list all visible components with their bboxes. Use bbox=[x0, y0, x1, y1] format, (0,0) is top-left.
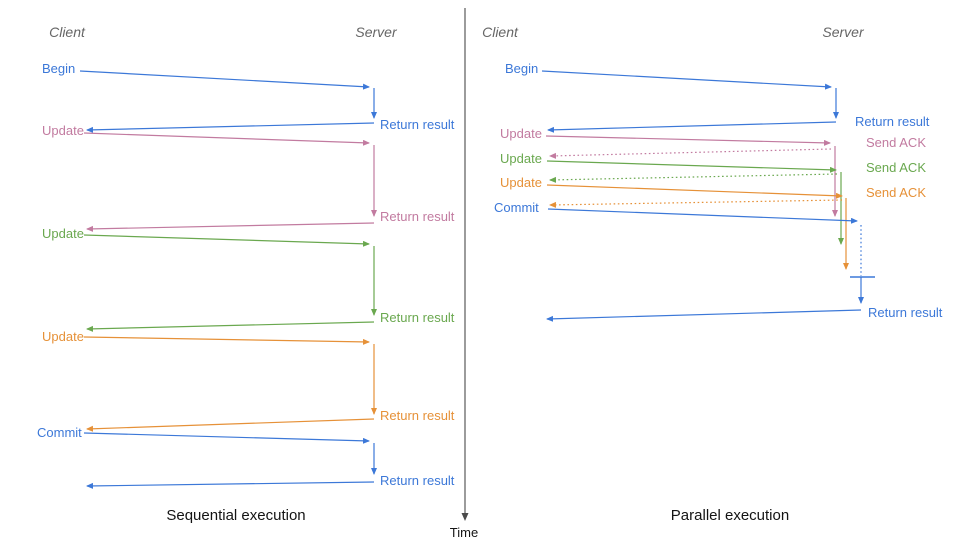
message-begin: Begin Return result bbox=[505, 61, 930, 133]
response-arrow bbox=[86, 321, 375, 332]
parallel-diagram: Client Server Begin Return result Update… bbox=[482, 24, 943, 524]
ack-dotted-arrow bbox=[549, 148, 832, 159]
ack-dotted-arrow bbox=[549, 199, 843, 208]
response-arrow bbox=[86, 418, 375, 432]
client-label: Client bbox=[49, 24, 86, 40]
request-arrow bbox=[83, 234, 370, 247]
ack-label: Send ACK bbox=[866, 160, 926, 175]
server-label: Server bbox=[822, 24, 865, 40]
diagram-caption: Sequential execution bbox=[166, 507, 305, 524]
request-arrow bbox=[545, 135, 831, 146]
request-label: Begin bbox=[505, 61, 538, 76]
request-arrow bbox=[83, 432, 370, 444]
sequential-diagram: Client Server Begin Return result Update… bbox=[37, 24, 455, 524]
ack-dotted-arrow bbox=[549, 173, 838, 183]
request-label: Update bbox=[42, 123, 84, 138]
request-label: Commit bbox=[494, 200, 539, 215]
request-label: Update bbox=[500, 126, 542, 141]
ack-label: Send ACK bbox=[866, 185, 926, 200]
diagram-caption: Parallel execution bbox=[671, 507, 789, 524]
server-label: Server bbox=[355, 24, 398, 40]
message-update-2: Update Return result bbox=[42, 226, 455, 332]
message-commit: Commit Return result bbox=[494, 200, 943, 322]
response-label: Return result bbox=[380, 209, 455, 224]
response-label: Return result bbox=[380, 473, 455, 488]
request-arrow bbox=[541, 70, 832, 90]
response-label: Return result bbox=[380, 310, 455, 325]
ack-label: Send ACK bbox=[866, 135, 926, 150]
response-arrow bbox=[546, 309, 862, 322]
message-update-2: Update Send ACK bbox=[500, 151, 926, 245]
message-update-3: Update Return result bbox=[42, 329, 455, 432]
request-label: Update bbox=[42, 329, 84, 344]
response-arrow bbox=[547, 121, 837, 133]
response-arrow bbox=[86, 222, 375, 232]
request-arrow bbox=[547, 208, 858, 224]
request-arrow bbox=[83, 336, 370, 345]
message-begin: Begin Return result bbox=[42, 61, 455, 133]
message-commit: Commit Return result bbox=[37, 425, 455, 489]
request-arrow bbox=[83, 132, 370, 146]
client-label: Client bbox=[482, 24, 519, 40]
response-label: Return result bbox=[380, 408, 455, 423]
request-label: Update bbox=[500, 151, 542, 166]
request-arrow bbox=[546, 184, 843, 199]
request-label: Update bbox=[500, 175, 542, 190]
request-label: Commit bbox=[37, 425, 82, 440]
request-arrow bbox=[546, 160, 837, 173]
request-label: Update bbox=[42, 226, 84, 241]
response-arrow bbox=[86, 122, 375, 133]
response-label: Return result bbox=[868, 305, 943, 320]
response-label: Return result bbox=[855, 114, 930, 129]
request-arrow bbox=[79, 70, 370, 90]
response-arrow bbox=[86, 481, 375, 489]
message-update-1: Update Send ACK bbox=[500, 126, 926, 217]
time-axis-label: Time bbox=[450, 525, 478, 540]
response-label: Return result bbox=[380, 117, 455, 132]
message-update-1: Update Return result bbox=[42, 123, 455, 232]
time-axis: Time bbox=[450, 8, 478, 540]
request-label: Begin bbox=[42, 61, 75, 76]
message-update-3: Update Send ACK bbox=[500, 175, 926, 270]
